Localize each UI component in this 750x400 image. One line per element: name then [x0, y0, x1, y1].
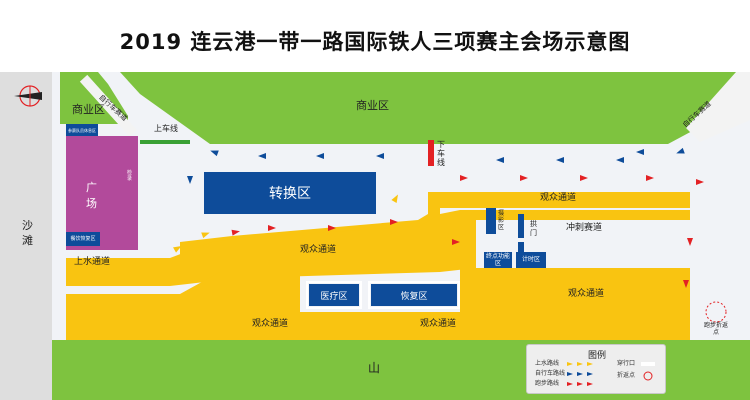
route-arrow — [328, 225, 336, 231]
route-arrow — [460, 175, 468, 181]
legend-title: 图例 — [587, 351, 606, 361]
area-shopping-top: 商业区 — [356, 99, 389, 112]
beach-strip — [0, 72, 52, 400]
label-spectator-4: 观众通道 — [252, 319, 289, 329]
turn-point-circle — [705, 301, 727, 323]
label-spectator-2: 观众通道 — [300, 245, 337, 255]
area-medical: 医疗区 — [309, 284, 359, 306]
label-finish-function: 终点功能区 — [485, 253, 510, 267]
route-arrow — [616, 157, 624, 163]
area-mountain: 山 — [368, 361, 381, 375]
area-shopping-left: 商业区 — [72, 103, 105, 116]
legend-gate-label: 穿行口 — [617, 360, 636, 367]
route-arrow — [687, 238, 693, 246]
route-arrow — [696, 179, 704, 185]
label-drop-off: 上车线 — [154, 124, 178, 133]
legend-bike-label: 自行车路线 — [535, 370, 566, 377]
route-arrow — [496, 157, 504, 163]
route-arrow — [452, 239, 460, 245]
road-white-bike-left — [79, 74, 137, 137]
label-team-area: 参赛队员休息区 — [66, 124, 98, 136]
road-gap-1 — [100, 258, 140, 286]
arch-right-post — [518, 242, 524, 254]
arch-left-post — [518, 214, 524, 238]
venue-map: 商业区 商业区 沙滩 广场 转换区 山 医疗区 恢复区 自行车赛道 自行车赛道 … — [0, 72, 750, 400]
dropoff-line — [140, 140, 190, 144]
medical-outline — [306, 281, 362, 309]
map-legend: 图例 上水路线 自行车路线 跑步路线 穿行口 折返点 — [526, 344, 666, 394]
compass-icon — [14, 85, 42, 107]
route-arrow — [258, 153, 266, 159]
pickup-line — [428, 140, 434, 166]
route-arrow — [201, 232, 210, 239]
route-arrow — [231, 229, 240, 236]
label-meal-area: 餐饮恢复区 — [66, 232, 100, 246]
area-square: 广场 — [86, 181, 97, 210]
transition-zone-box — [204, 172, 376, 214]
route-arrow — [646, 175, 654, 181]
legend-run-label: 跑步路线 — [535, 380, 560, 387]
route-arrow — [580, 175, 588, 181]
route-arrow — [636, 149, 644, 155]
route-arrow — [556, 157, 564, 163]
legend-turn-label: 折返点 — [617, 372, 636, 379]
route-arrow — [187, 176, 193, 184]
area-beach: 沙滩 — [22, 219, 33, 247]
route-arrow — [268, 225, 276, 231]
green-area-top — [120, 72, 750, 144]
area-recovery: 恢复区 — [371, 284, 457, 306]
bike-road-right — [686, 72, 750, 142]
route-arrow — [520, 175, 528, 181]
label-pick-up: 下车线 — [437, 140, 445, 167]
map-title: 2019 连云港一带一路国际铁人三项赛主会场示意图 — [119, 30, 631, 54]
route-arrow — [376, 153, 384, 159]
label-run-turn: 跑步折返点 — [704, 322, 729, 336]
label-checkin: 检录 — [127, 170, 133, 182]
timing-zone — [516, 252, 546, 268]
walkway-middle — [66, 210, 690, 286]
finish-zone — [484, 252, 512, 268]
label-sprint-lane: 冲刺赛道 — [566, 223, 603, 233]
label-spectator-3: 观众通道 — [568, 289, 605, 299]
route-arrow — [676, 147, 685, 154]
label-photo: 摄影区 — [498, 210, 505, 231]
label-spectator-5: 观众通道 — [420, 319, 457, 329]
route-arrow — [390, 219, 398, 225]
label-arch: 拱门 — [530, 220, 537, 237]
route-arrow — [316, 153, 324, 159]
area-transition: 转换区 — [269, 186, 311, 202]
label-swim-exit: 上水通道 — [74, 257, 111, 267]
photo-block — [486, 208, 496, 234]
recovery-outline — [368, 281, 460, 309]
route-arrow — [210, 150, 219, 157]
label-timing: 计时区 — [521, 256, 540, 263]
square-area — [66, 136, 138, 250]
walkway-bottom-strip — [66, 316, 690, 340]
legend-symbols — [567, 362, 655, 386]
legend-swim-label: 上水路线 — [535, 360, 560, 367]
route-arrow — [391, 194, 398, 203]
route-arrow — [683, 280, 689, 288]
route-arrow — [173, 246, 182, 253]
label-spectator-1: 观众通道 — [540, 193, 577, 203]
route-arrows — [173, 147, 704, 288]
